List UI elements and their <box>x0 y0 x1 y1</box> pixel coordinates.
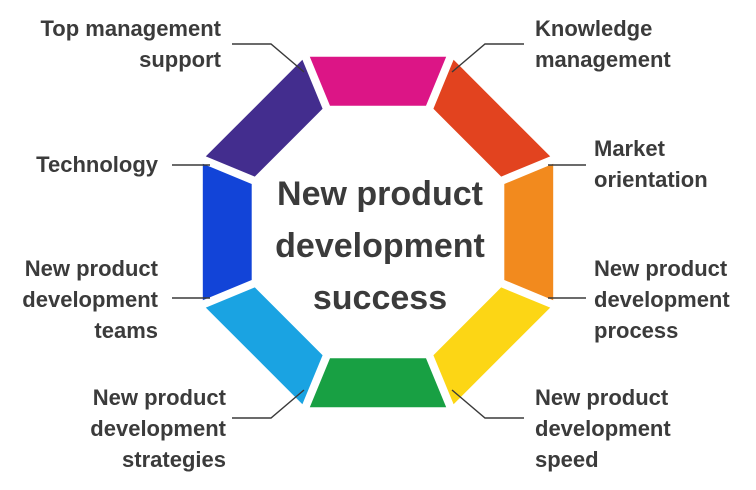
label-knowledge-management: Knowledge management <box>535 16 671 72</box>
segment-npd-strategies <box>205 287 323 405</box>
segment-knowledge-management <box>433 59 551 177</box>
connector-line-npd-strategies <box>232 389 305 419</box>
connector-lines <box>172 43 586 419</box>
label-top-management-support: Top management support <box>40 16 221 72</box>
label-npd-teams: New product development teams <box>22 256 158 343</box>
label-technology: Technology <box>36 152 158 177</box>
segment-technology <box>205 59 323 177</box>
connector-line-npd-speed <box>451 389 524 419</box>
center-title: New product development success <box>275 175 485 317</box>
connector-line-knowledge-management <box>451 43 524 73</box>
label-npd-process: New product development process <box>594 256 730 343</box>
octagon-segments <box>202 56 554 408</box>
label-npd-speed: New product development speed <box>535 385 671 472</box>
segment-market-orientation <box>504 163 554 301</box>
segment-npd-speed <box>309 358 447 408</box>
segment-npd-teams <box>202 163 252 301</box>
label-npd-strategies: New product development strategies <box>90 385 226 472</box>
segment-top-management-support <box>309 56 447 106</box>
segment-npd-process <box>433 287 551 405</box>
connector-line-top-management-support <box>232 43 305 73</box>
label-market-orientation: Market orientation <box>594 136 708 192</box>
